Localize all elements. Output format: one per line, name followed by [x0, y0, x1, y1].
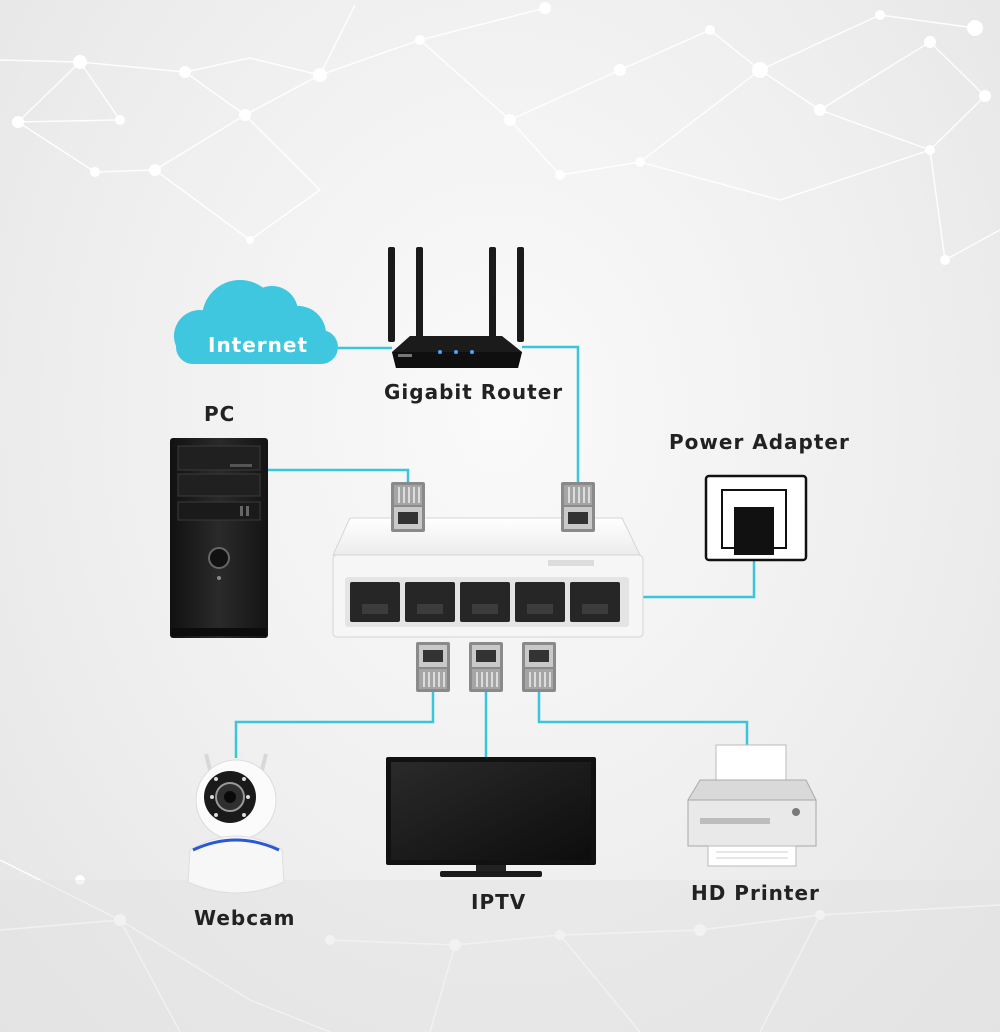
- background-mesh: [0, 4, 1000, 1032]
- rj45-plug-icon: [468, 641, 504, 693]
- background-nodes: [12, 2, 991, 951]
- printer-icon: [687, 744, 817, 867]
- rj45-plug-icon: [560, 481, 596, 533]
- webcam-icon: [187, 753, 285, 894]
- cable-power-switch: [643, 555, 756, 599]
- internet-label: Internet: [208, 333, 309, 357]
- floor-band: [0, 880, 1000, 1032]
- tv-icon: [386, 757, 596, 877]
- rj45-plug-icon: [415, 641, 451, 693]
- pc-tower-icon: [170, 438, 268, 638]
- router-label: Gigabit Router: [384, 380, 564, 404]
- printer-label: HD Printer: [691, 881, 820, 905]
- rj45-plug-icon: [390, 481, 426, 533]
- cable-pc-switch: [268, 468, 410, 482]
- iptv-label: IPTV: [471, 890, 527, 914]
- connection-cables: [234, 345, 756, 758]
- cable-switch-webcam: [234, 690, 435, 758]
- cloud-icon: [174, 280, 338, 364]
- network-switch-icon: [332, 517, 644, 638]
- pc-label: PC: [204, 402, 236, 426]
- rj45-plug-icon: [521, 641, 557, 693]
- cable-switch-printer: [537, 690, 749, 745]
- power-adapter-label: Power Adapter: [669, 430, 850, 454]
- power-adapter-icon: [704, 474, 808, 562]
- router-icon: [388, 247, 524, 368]
- webcam-label: Webcam: [194, 906, 296, 930]
- cable-router-switch: [522, 345, 580, 482]
